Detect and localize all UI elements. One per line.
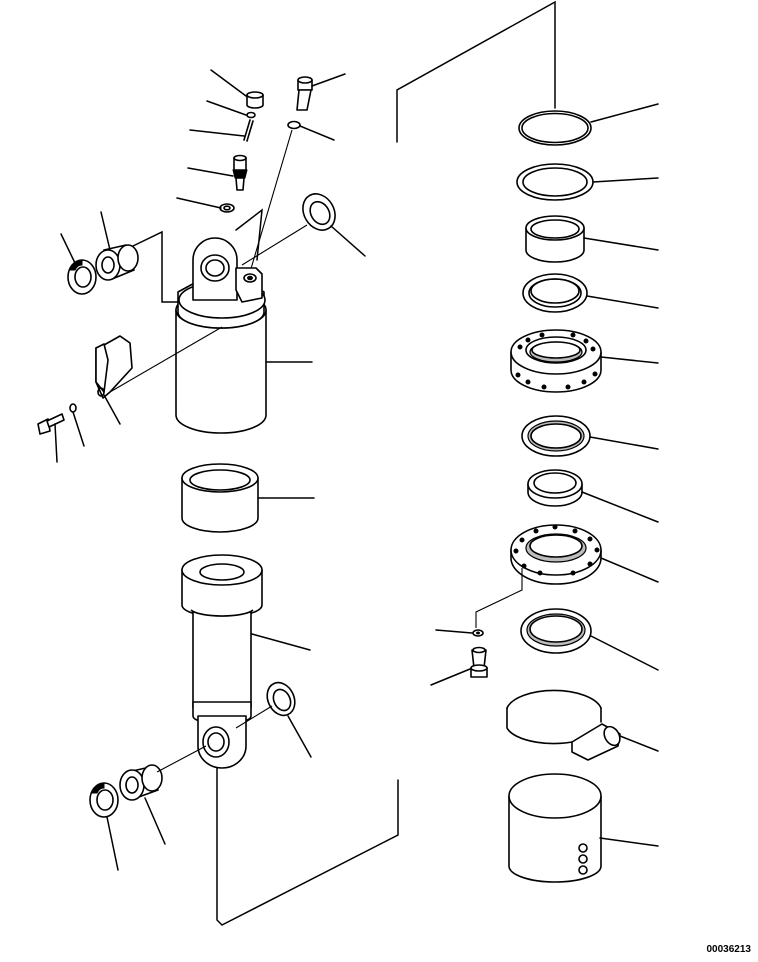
washer-small-left [70, 404, 84, 446]
seal-ring [528, 470, 658, 522]
piston-rod [182, 555, 310, 768]
washer-small-right [436, 630, 483, 636]
bolt-top [297, 74, 345, 110]
cylinder-head [176, 238, 312, 433]
bearing-ring-2 [522, 416, 658, 456]
bolt-small-left [38, 414, 64, 462]
pin [190, 120, 253, 141]
flange-ring-upper [511, 330, 658, 392]
band-clamp [507, 690, 658, 760]
seal-rod-right [236, 678, 311, 757]
mounting-plate [96, 327, 222, 424]
seal-sleeve [526, 216, 658, 262]
part-code: 00036213 [707, 944, 752, 955]
flange-ring-lower [476, 525, 658, 628]
grease-fitting [188, 156, 247, 191]
guide-sleeve [182, 464, 314, 532]
bearing-ring-1 [523, 274, 658, 312]
bolt-small-right [431, 648, 487, 686]
group-bracket-right [397, 2, 555, 142]
seal-head-right [242, 188, 365, 265]
seal-left-bottom [90, 783, 118, 870]
bushing-left-bottom [120, 746, 206, 844]
bushing-left-top [96, 212, 138, 280]
group-bracket-left-bottom [217, 762, 398, 925]
washer-left [177, 198, 234, 212]
seal-left-top [61, 234, 96, 294]
o-ring-large [519, 104, 658, 145]
backup-ring [517, 164, 658, 200]
small-o-ring [207, 101, 255, 118]
protective-cover [509, 774, 658, 882]
ring-top [250, 122, 334, 273]
grease-cap [211, 70, 263, 108]
bearing-ring-3 [521, 609, 658, 670]
